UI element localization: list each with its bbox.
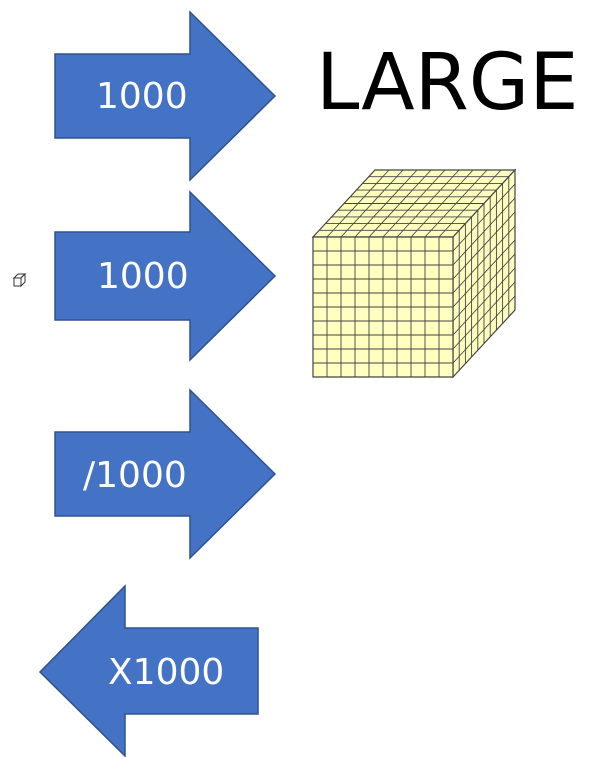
arrow-right-1 xyxy=(54,10,277,182)
arrow-left-4 xyxy=(38,584,259,757)
arrow-right-2 xyxy=(54,190,277,362)
cube-grid-line xyxy=(438,169,502,238)
cube-grid-line xyxy=(452,281,516,350)
large-title: LARGE xyxy=(316,38,579,128)
thousand-cube-icon xyxy=(311,168,517,379)
cube-grid-line xyxy=(452,239,516,308)
arrow-label-2: 1000 xyxy=(97,256,189,297)
cube-grid-line xyxy=(452,253,516,322)
arrow-label-4: X1000 xyxy=(108,652,225,693)
cube-grid-line xyxy=(424,169,488,238)
arrow-label-3: /1000 xyxy=(83,455,187,496)
cube-grid-line xyxy=(452,295,516,364)
cube-grid-line xyxy=(396,169,460,238)
cube-grid-line xyxy=(452,267,516,336)
arrow-right-3 xyxy=(54,388,277,560)
cube-grid-line xyxy=(410,169,474,238)
small-cube-icon xyxy=(12,272,27,288)
arrow-label-1: 1000 xyxy=(96,76,188,117)
